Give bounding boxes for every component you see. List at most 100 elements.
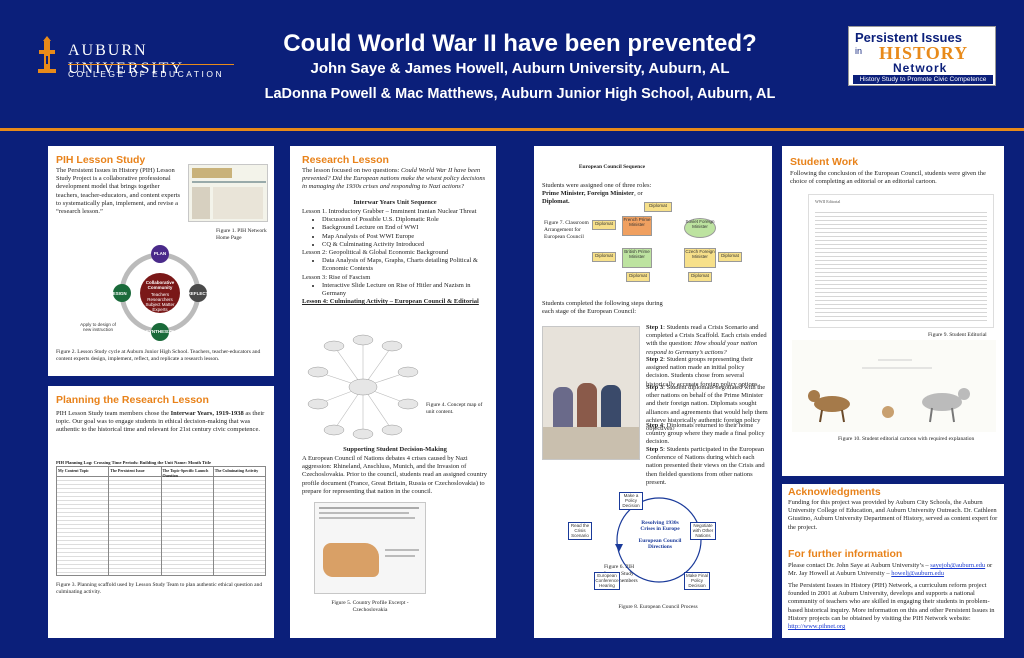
lesson-1-item: Discussion of Possible U.S. Diplomatic R… — [322, 216, 490, 224]
council-step-5: Step 5: Students participated in the Eur… — [646, 446, 768, 487]
contact-pre: Please contact Dr. John Saye at Auburn U… — [788, 562, 931, 569]
team-photo — [542, 326, 640, 460]
pih-network-logo: Persistent Issues in HISTORY Network His… — [848, 26, 996, 86]
roles-bold: Prime Minister, Foreign Minister — [542, 190, 635, 198]
pih-logo-network: Network — [893, 61, 948, 75]
authors-line-2: LaDonna Powell & Mac Matthews, Auburn Ju… — [264, 86, 776, 102]
pih-lesson-study-text: The Persistent Issues in History (PIH) L… — [56, 167, 181, 216]
pih-logo-line1: Persistent Issues — [855, 30, 962, 45]
step-label: Step 3 — [646, 384, 664, 391]
student-work-text: Following the conclusion of the European… — [790, 170, 986, 186]
fig7-caption: Figure 7. Classroom Arrangement for Euro… — [544, 220, 589, 240]
diagram-node: Diplomat — [688, 272, 712, 282]
planning-log-table: My Content Topic The Persistent Issue Th… — [56, 466, 266, 576]
pih-logo-history: HISTORY — [879, 43, 969, 63]
step-question: How should your nation respond to German… — [646, 340, 758, 356]
concept-map-figure — [307, 334, 419, 440]
cycle-center-label: Collaborative Community — [145, 280, 175, 290]
fig10-caption: Figure 10. Student editorial cartoon wit… — [838, 436, 975, 442]
lesson-2-item: Data Analysis of Maps, Graphs, Charts de… — [322, 257, 490, 273]
logo-divider — [68, 64, 234, 65]
council-sequence-title: European Council Sequence — [578, 164, 646, 170]
lesson-3: Lesson 3: Rise of Fascism — [302, 273, 371, 281]
process-node: European Conference Hearing — [594, 572, 620, 590]
student-work-panel: Student Work Following the conclusion of… — [782, 146, 1004, 476]
table-header-issue: The Persistent Issue — [109, 467, 162, 476]
roles-pre: Students were assigned one of three role… — [542, 182, 652, 189]
step-text: : Student diplomats negotiated with the … — [646, 384, 768, 433]
lesson-4: Lesson 4: Culminating Activity – Europea… — [302, 298, 479, 306]
email-link-saye[interactable]: sayejoh@auburn.edu — [930, 562, 986, 569]
step-label: Step 1 — [646, 324, 664, 331]
unit-sequence-title: Interwar Years Unit Sequence — [353, 199, 437, 206]
cycle-node-plan: PLAN — [153, 251, 167, 256]
supporting-decision-text: A European Council of Nations debates 4 … — [302, 455, 488, 495]
lesson-1-item: CQ & Culminating Activity Introduced — [322, 241, 490, 249]
cycle-node-synthesize: SYNTHESIZE — [145, 329, 175, 334]
pih-homepage-screenshot — [188, 164, 268, 222]
lesson-3-item: Interactive Slide Lecture on Rise of Hit… — [322, 282, 490, 298]
planning-text: PIH Lesson Study team members chose the … — [56, 410, 266, 435]
diagram-node: Soviet Foreign Minister — [684, 218, 716, 238]
process-center-subtitle: European Council Directions — [638, 538, 682, 550]
process-node: Make Final Policy Decision — [684, 572, 710, 590]
fig2-caption: Figure 2. Lesson Study cycle at Auburn J… — [56, 349, 261, 362]
council-step-1: Step 1: Students read a Crisis Scenario … — [646, 324, 768, 357]
contact-mid: or Mr. Jay Howell at Auburn University – — [788, 562, 993, 578]
step-label: Step 5 — [646, 446, 664, 453]
lesson-2: Lesson 2: Geopolitical & Global Economic… — [302, 249, 449, 257]
auburn-university-logo: AUBURN UNIVERSITY COLLEGE OF EDUCATION — [36, 36, 236, 86]
european-council-panel: European Council Sequence Students were … — [534, 146, 772, 638]
step-text: : Students participated in the European … — [646, 446, 765, 486]
diagram-node: French Prime Minister — [622, 216, 652, 236]
fig9-caption: Figure 9. Student Editorial — [928, 332, 987, 338]
table-header-activity: The Culminating Activity — [214, 468, 259, 473]
pih-logo-in: in — [855, 46, 863, 56]
fig1-caption: Figure 1. PIH Network Home Page — [216, 228, 267, 241]
step-label: Step 4 — [646, 422, 664, 429]
planning-panel: Planning the Research Lesson PIH Lesson … — [48, 386, 274, 638]
pih-logo-tagline: History Study to Promote Civic Competenc… — [853, 75, 993, 84]
planning-text-post: as their topic. Our goal was to engage s… — [56, 410, 265, 434]
pih-website-link[interactable]: http://www.pihnet.org — [788, 623, 846, 631]
cycle-center-sublabel: Teachers Researchers Subject Matter Expe… — [145, 292, 175, 312]
lesson-study-cycle-diagram — [113, 245, 207, 341]
step-text: : Student groups representing their assi… — [646, 356, 760, 388]
roles-mid: , or — [634, 190, 643, 198]
contact-text: Please contact Dr. John Saye at Auburn U… — [788, 562, 998, 578]
header-divider — [0, 128, 1024, 131]
pih-network-about: The Persistent Issues in History (PIH) N… — [788, 582, 1000, 631]
diagram-node: Diplomat — [592, 220, 616, 230]
council-step-3: Step 3: Student diplomats negotiated wit… — [646, 384, 768, 433]
diagram-node: Diplomat — [592, 252, 616, 262]
acknowledgments-title: Acknowledgments — [788, 486, 881, 498]
fig3-caption: Figure 3. Planning scaffold used by Less… — [56, 582, 263, 595]
council-step-4: Step 4: Diplomats returned to their home… — [646, 422, 768, 447]
roles-bold2: Diplomat. — [542, 198, 570, 206]
diagram-node: Diplomat — [626, 272, 650, 282]
fig5-caption: Figure 5. Country Profile Excerpt - Czec… — [331, 600, 409, 613]
lesson-1-item: Background Lecture on End of WWI — [322, 224, 490, 232]
step-text: : Students read a Crisis Scenario and co… — [646, 324, 767, 348]
table-header-topic: My Content Topic — [57, 467, 110, 476]
fig8-caption: Figure 8. European Council Process — [618, 604, 698, 610]
pih-lesson-study-title: PIH Lesson Study — [56, 154, 146, 166]
pih-lesson-study-panel: PIH Lesson Study The Persistent Issues i… — [48, 146, 274, 376]
editorial-cartoon-image — [792, 340, 996, 432]
research-lesson-panel: Research Lesson The lesson focused on tw… — [290, 146, 496, 638]
lesson-1-item: Map Analysis of Post WWI Europe — [322, 233, 490, 241]
process-node: Read the Crisis Scenario — [568, 522, 592, 540]
cycle-node-design: DESIGN — [109, 291, 127, 296]
authors-line-1: John Saye & James Howell, Auburn Univers… — [310, 60, 730, 77]
acknowledgments-text: Funding for this project was provided by… — [788, 499, 998, 531]
council-step-2: Step 2: Student groups representing thei… — [646, 356, 768, 389]
classroom-arrangement-diagram: Diplomat French Prime Minister Soviet Fo… — [592, 202, 742, 306]
email-link-howell[interactable]: howelj@auburn.edu — [891, 570, 945, 578]
step-label: Step 2 — [646, 356, 664, 363]
diagram-node: British Prime Minister — [622, 248, 652, 268]
planning-log-title: PIH Planning Log: Crossing Time Periods:… — [56, 460, 211, 465]
planning-text-bold: Interwar Years, 1919-1938 — [170, 410, 244, 417]
about-text: The Persistent Issues in History (PIH) N… — [788, 582, 995, 622]
lesson-1: Lesson 1. Introductory Grabber – Imminen… — [302, 208, 477, 215]
country-profile-document — [314, 502, 426, 594]
